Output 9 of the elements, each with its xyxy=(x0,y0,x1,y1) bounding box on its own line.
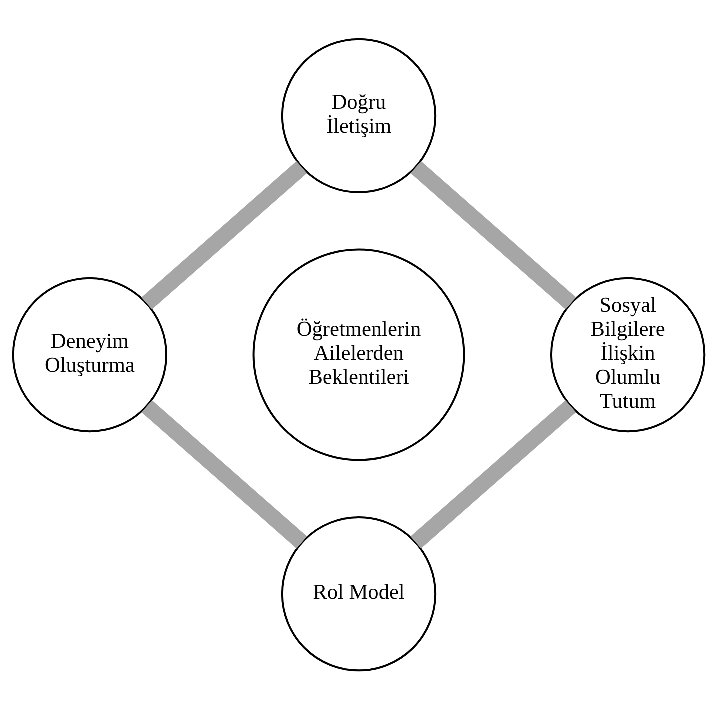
connector xyxy=(410,400,576,548)
node-circle: Deneyim Oluşturma xyxy=(12,276,168,432)
connector xyxy=(142,400,308,548)
node-circle: Öğretmenlerin Ailelerden Beklentileri xyxy=(252,248,466,461)
connector xyxy=(142,160,308,310)
connector xyxy=(410,160,576,310)
node-circle: Doğru İletişim xyxy=(281,38,437,193)
node-circle: Rol Model xyxy=(281,516,437,672)
node-circle: Sosyal Bilgilere İlişkin Olumlu Tutum xyxy=(550,276,706,432)
